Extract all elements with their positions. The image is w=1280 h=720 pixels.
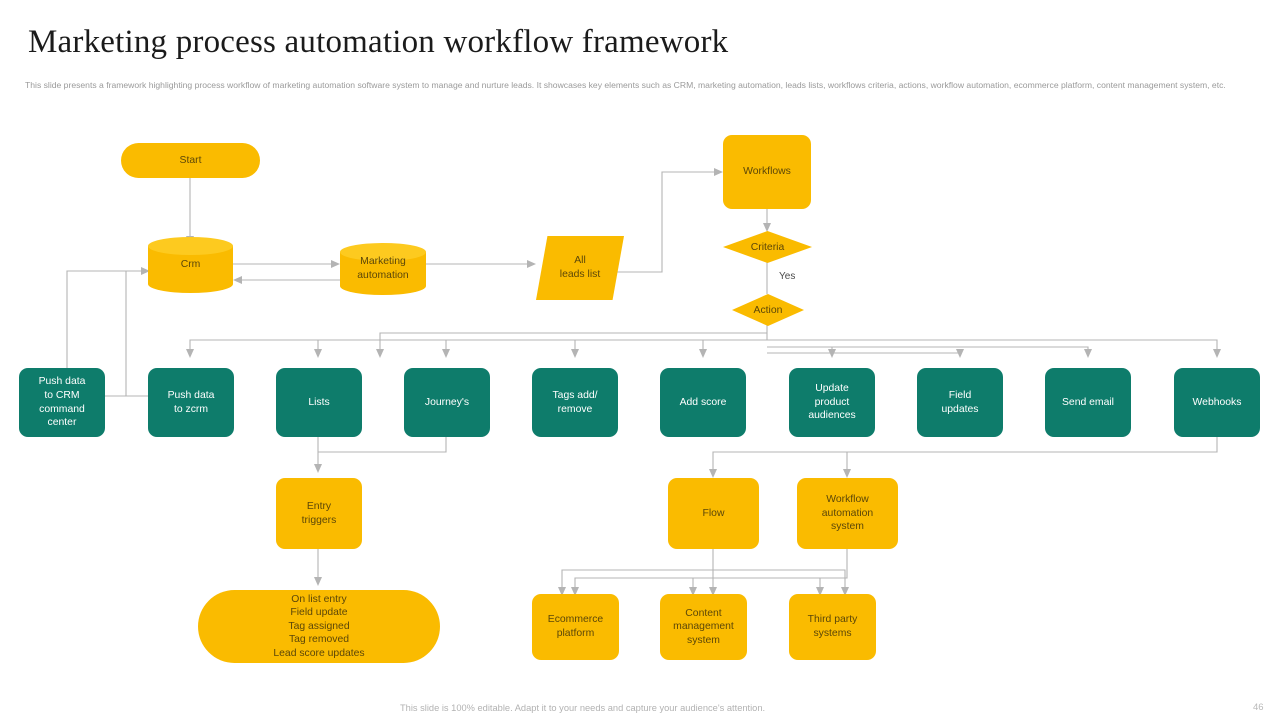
node-flow[interactable]: Flow [668, 478, 759, 549]
node-push-data-to-zcrm[interactable]: Push data to zcrm [148, 368, 234, 437]
edge-label-yes: Yes [779, 271, 796, 282]
node-label: Push data to CRM command center [38, 376, 86, 429]
page-number: 46 [1253, 702, 1264, 713]
node-label: On list entry Field update Tag assigned … [273, 593, 365, 659]
node-label: Push data to zcrm [167, 389, 215, 415]
node-label: Field updates [941, 389, 979, 415]
node-label: Flow [702, 507, 725, 519]
footer-note: This slide is 100% editable. Adapt it to… [400, 703, 766, 713]
node-action[interactable]: Action [732, 294, 804, 326]
node-content-management-system[interactable]: Content management system [660, 594, 747, 660]
node-label: Update product audiences [808, 383, 856, 422]
node-journeys[interactable]: Journey's [404, 368, 490, 437]
node-marketing-automation[interactable]: Marketing automation [340, 243, 426, 295]
node-update-product-audiences[interactable]: Update product audiences [789, 368, 875, 437]
node-add-score[interactable]: Add score [660, 368, 746, 437]
node-third-party-systems[interactable]: Third party systems [789, 594, 876, 660]
node-label: Criteria [750, 241, 785, 253]
node-label: Workflow automation system [821, 494, 874, 533]
node-label: Ecommerce platform [547, 614, 604, 639]
node-push-data-to-crm-command-center[interactable]: Push data to CRM command center [19, 368, 105, 437]
node-label: Entry triggers [301, 500, 337, 526]
node-tags-add-remove[interactable]: Tags add/ remove [532, 368, 618, 437]
node-label: Marketing automation [357, 256, 409, 281]
cylinder-top [340, 243, 426, 261]
node-field-updates[interactable]: Field updates [917, 368, 1003, 437]
node-lists[interactable]: Lists [276, 368, 362, 437]
node-ecommerce-platform[interactable]: Ecommerce platform [532, 594, 619, 660]
cylinder-top [148, 237, 233, 255]
node-webhooks[interactable]: Webhooks [1174, 368, 1260, 437]
node-label: Start [179, 154, 202, 166]
page-title: Marketing process automation workflow fr… [28, 24, 729, 60]
node-trigger-list[interactable]: On list entry Field update Tag assigned … [198, 590, 440, 663]
node-label: Lists [308, 396, 330, 408]
node-workflow-automation-system[interactable]: Workflow automation system [797, 478, 898, 549]
page-subtitle: This slide presents a framework highligh… [25, 80, 1226, 90]
node-label: Crm [180, 259, 201, 271]
node-label: Journey's [424, 396, 470, 408]
node-label: Workflows [743, 166, 791, 178]
node-crm[interactable]: Crm [148, 237, 233, 293]
node-workflows[interactable]: Workflows [723, 135, 811, 209]
node-label: Tags add/ remove [552, 389, 598, 415]
node-label: Add score [679, 396, 727, 408]
node-label: Send email [1062, 396, 1114, 408]
node-label: Third party systems [807, 614, 858, 639]
node-label: Webhooks [1192, 396, 1242, 408]
node-criteria[interactable]: Criteria [723, 231, 812, 263]
node-label: Action [753, 304, 783, 316]
cylinder-bottom [340, 277, 426, 295]
node-send-email[interactable]: Send email [1045, 368, 1131, 437]
node-start[interactable]: Start [121, 143, 260, 178]
cylinder-bottom [148, 275, 233, 293]
node-entry-triggers[interactable]: Entry triggers [276, 478, 362, 549]
node-all-leads-list[interactable]: All leads list [536, 236, 624, 300]
node-label: Content management system [673, 607, 734, 646]
node-label: All leads list [559, 255, 601, 280]
